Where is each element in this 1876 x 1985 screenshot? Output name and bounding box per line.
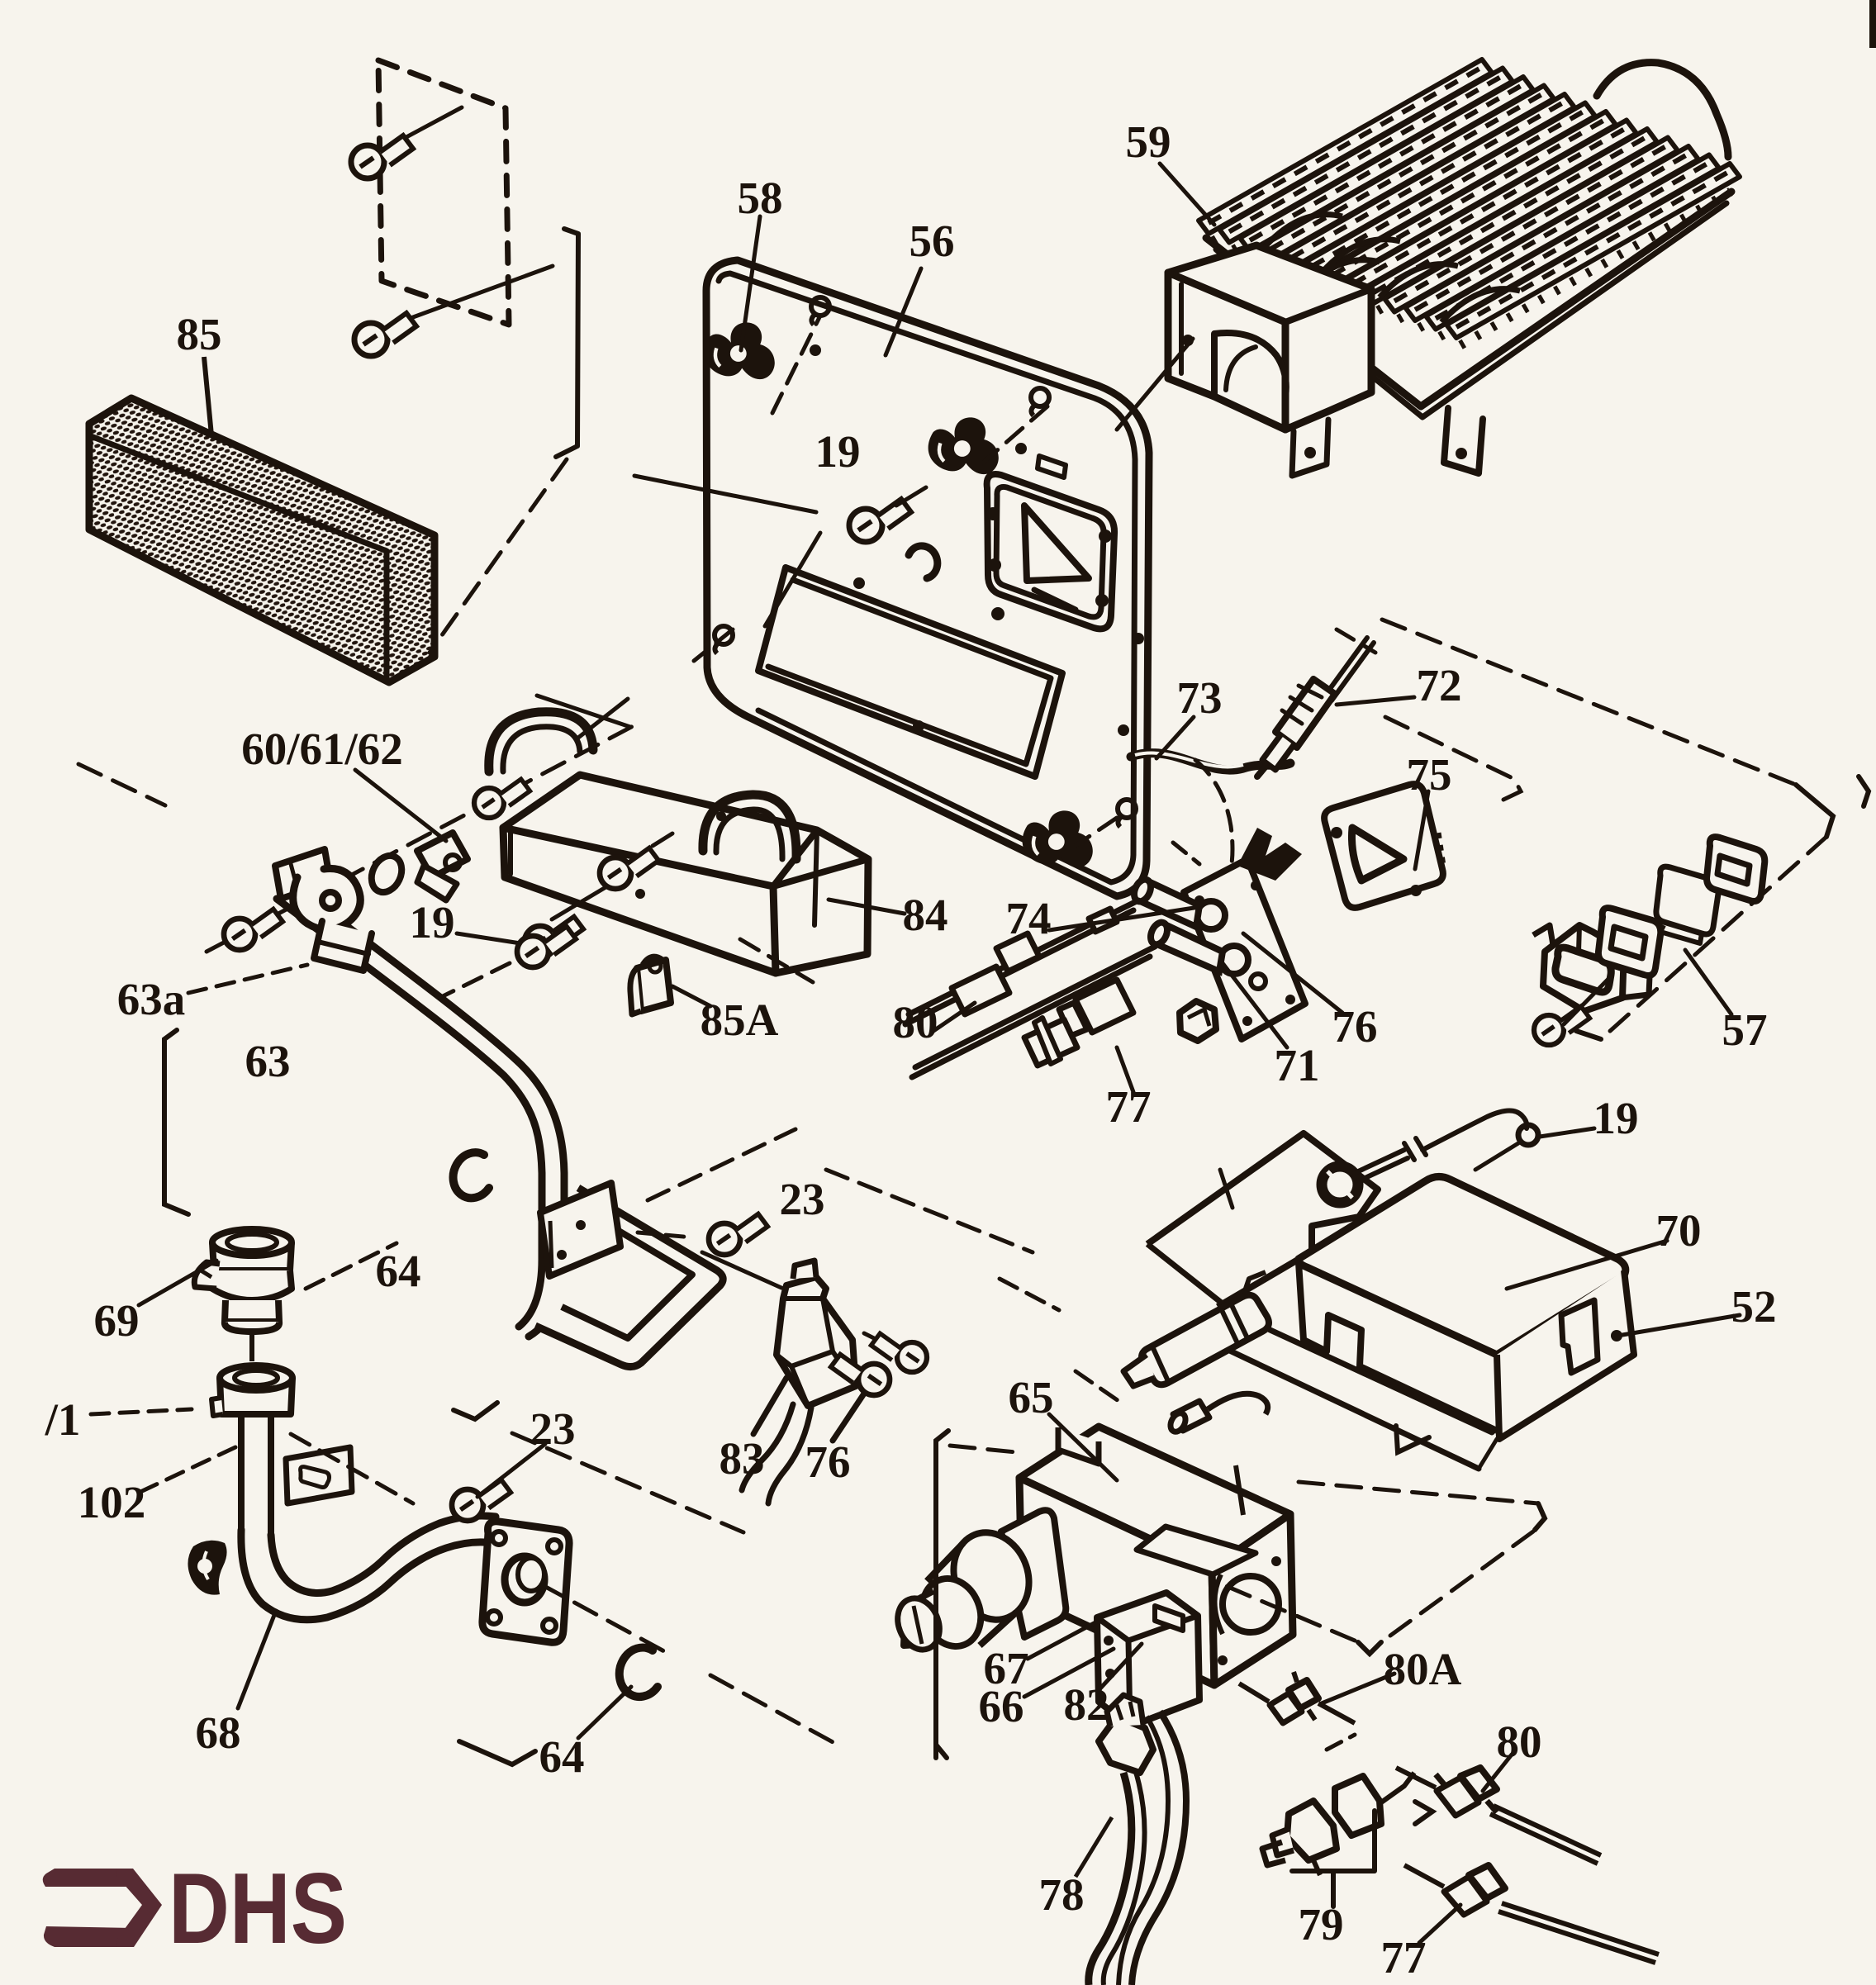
svg-text:/1: /1: [45, 1394, 81, 1445]
svg-text:19: 19: [815, 426, 861, 477]
svg-text:85A: 85A: [701, 995, 779, 1045]
svg-text:83: 83: [720, 1433, 765, 1484]
svg-text:78: 78: [1039, 1869, 1085, 1920]
svg-text:77: 77: [1381, 1932, 1427, 1983]
svg-text:67: 67: [984, 1643, 1029, 1693]
svg-text:68: 68: [196, 1707, 241, 1758]
svg-text:85: 85: [177, 309, 222, 359]
svg-text:102: 102: [78, 1477, 146, 1527]
svg-text:69: 69: [94, 1295, 140, 1346]
svg-text:73: 73: [1177, 672, 1223, 723]
svg-text:63: 63: [245, 1036, 291, 1086]
svg-text:19: 19: [410, 897, 455, 947]
svg-text:57: 57: [1722, 1004, 1768, 1055]
svg-text:70: 70: [1656, 1205, 1702, 1256]
svg-text:80: 80: [1497, 1717, 1542, 1767]
svg-text:59: 59: [1126, 116, 1171, 167]
svg-text:66: 66: [979, 1681, 1024, 1731]
svg-text:79: 79: [1299, 1899, 1344, 1949]
svg-text:64: 64: [376, 1246, 421, 1296]
svg-text:DHS: DHS: [169, 1852, 347, 1964]
svg-text:76: 76: [805, 1437, 851, 1487]
svg-text:77: 77: [1106, 1081, 1152, 1132]
svg-text:84: 84: [903, 890, 948, 940]
svg-text:82: 82: [1064, 1679, 1109, 1730]
svg-text:80A: 80A: [1384, 1644, 1462, 1694]
svg-text:71: 71: [1275, 1040, 1320, 1090]
svg-text:58: 58: [738, 173, 783, 223]
svg-text:64: 64: [539, 1731, 585, 1782]
svg-text:65: 65: [1009, 1372, 1054, 1422]
svg-text:74: 74: [1006, 893, 1052, 943]
svg-text:19: 19: [1593, 1093, 1639, 1143]
svg-text:60/61/62: 60/61/62: [241, 724, 403, 774]
svg-text:76: 76: [1332, 1001, 1378, 1052]
svg-text:75: 75: [1407, 749, 1452, 800]
svg-text:63a: 63a: [117, 974, 186, 1024]
svg-text:56: 56: [910, 216, 955, 266]
svg-text:80: 80: [893, 997, 938, 1047]
svg-text:23: 23: [530, 1403, 576, 1454]
svg-text:23: 23: [780, 1174, 825, 1224]
svg-text:52: 52: [1731, 1281, 1777, 1332]
svg-text:72: 72: [1417, 660, 1462, 710]
